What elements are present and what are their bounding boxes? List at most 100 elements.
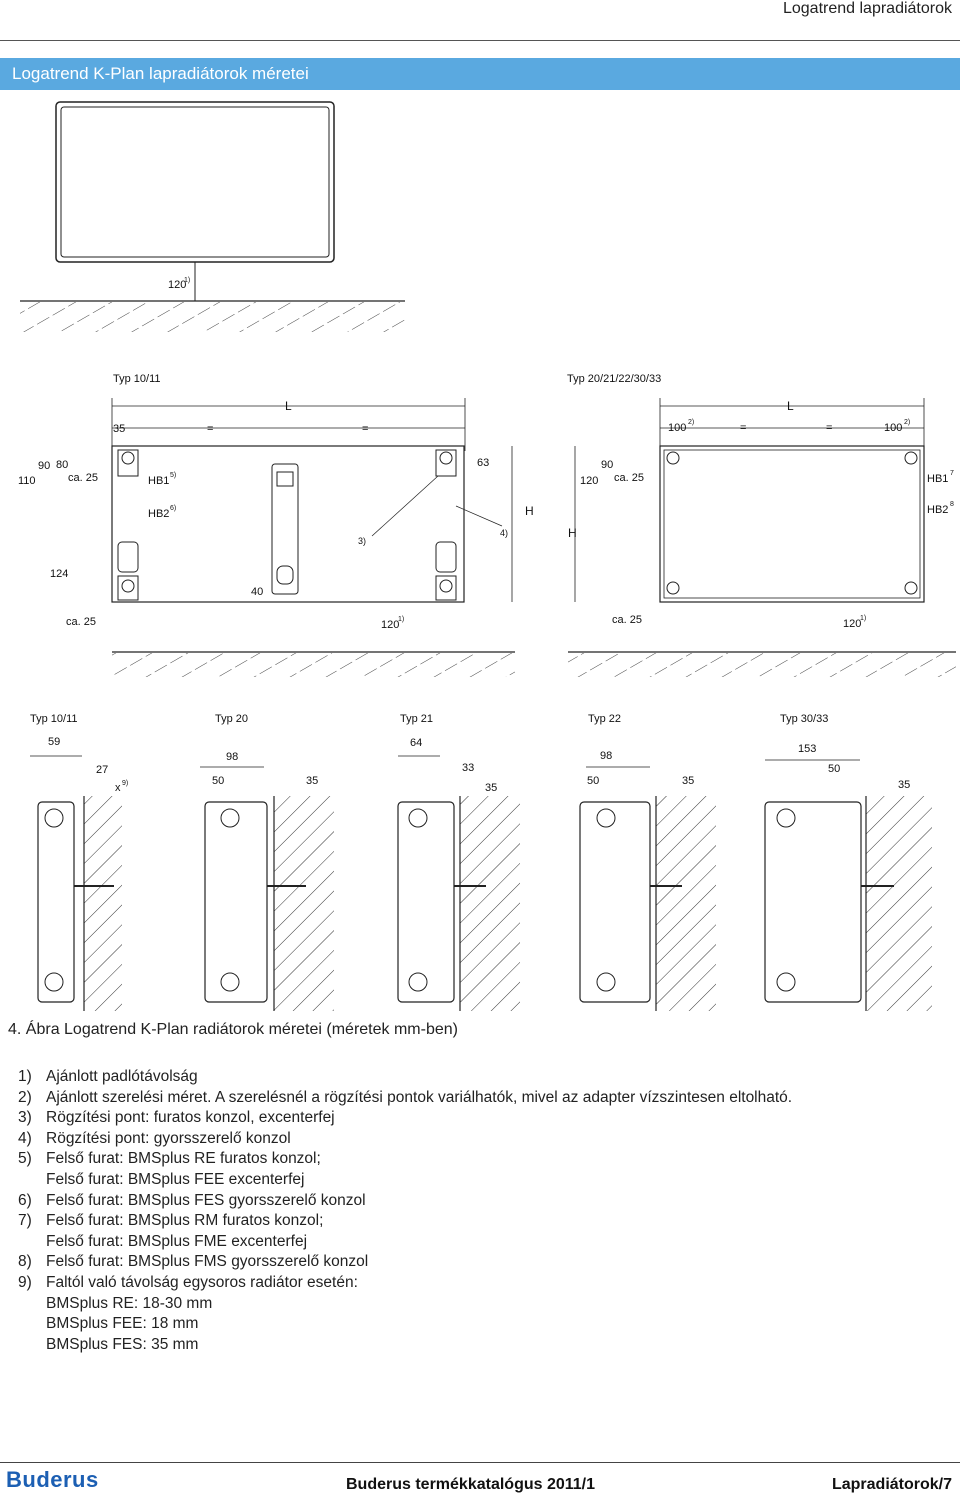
technical-drawing: 120 1) Typ 10/11 Typ 20/21/22/30/33 L 35… xyxy=(18,101,956,1011)
footnote-continuation: Felső furat: BMSplus FME excenterfej xyxy=(46,1232,308,1250)
side-t22-dim-50: 50 xyxy=(587,775,599,787)
side-t21-dim-64: 64 xyxy=(410,737,422,749)
side-dim-59: 59 xyxy=(48,736,60,748)
side-type-3: Typ 21 xyxy=(400,713,433,725)
footnote-text: Felső furat: BMSplus RM furatos konzol; xyxy=(46,1212,324,1230)
front-right-ca25-bottom: ca. 25 xyxy=(612,614,642,626)
footnote-number: 3) xyxy=(18,1109,32,1127)
front-right-hb2-label: HB2 xyxy=(927,504,948,516)
footnote-item: 6) Felső furat: BMSplus FES gyorsszerelő … xyxy=(18,1191,792,1212)
front-dim-40: 40 xyxy=(251,586,263,598)
front-left-floor-distance: 120 xyxy=(381,619,399,631)
front-left-eq-2: = xyxy=(362,423,368,435)
top-radiator-view: 120 1) xyxy=(20,101,405,332)
footnote-number: 9) xyxy=(18,1273,32,1291)
front-right-height: H xyxy=(568,526,577,540)
side-t30-dim-35: 35 xyxy=(898,779,910,791)
side-dim-x-note: 9) xyxy=(122,780,128,787)
footnote-item: 8) Felső furat: BMSplus FMS gyorsszerelő … xyxy=(18,1252,792,1273)
side-type-4: Typ 22 xyxy=(588,713,621,725)
front-hb1-note: 5) xyxy=(170,472,176,479)
front-right-hb1-label: HB1 xyxy=(927,473,948,485)
front-right-hb2-note: 8 xyxy=(950,501,954,508)
side-type-2: Typ 20 xyxy=(215,713,248,725)
footnote-item: 3) Rögzítési pont: furatos konzol, excent… xyxy=(18,1108,792,1129)
front-right-length: L xyxy=(787,399,794,413)
footnote-item: 1) Ajánlott padlótávolság xyxy=(18,1067,792,1088)
footnote-text: Felső furat: BMSplus FES gyorsszerelő ko… xyxy=(46,1191,366,1209)
footnote-text: Faltól való távolság egysoros radiátor e… xyxy=(46,1273,358,1291)
front-views: Typ 10/11 Typ 20/21/22/30/33 L 35 = = 90… xyxy=(18,373,956,677)
footnote-text: Felső furat: BMSplus FMS gyorsszerelő ko… xyxy=(46,1253,369,1271)
front-right-dim-120: 120 xyxy=(580,475,598,487)
figure-caption: 4. Ábra Logatrend K-Plan radiátorok mére… xyxy=(8,1021,458,1038)
top-floor-distance-label: 120 xyxy=(168,279,186,291)
side-type-5: Typ 30/33 xyxy=(780,713,828,725)
front-right-dim-100-right: 100 xyxy=(884,422,902,434)
front-right-dim-100-left-note: 2) xyxy=(688,419,694,426)
front-dim-124: 124 xyxy=(50,568,68,580)
front-dim-90: 90 xyxy=(38,460,50,472)
footer-catalog-title: Buderus termékkatalógus 2011/1 xyxy=(346,1476,596,1493)
footnote-text: Ajánlott padlótávolság xyxy=(46,1068,198,1085)
footnote-number: 8) xyxy=(18,1253,32,1271)
front-left-ca25-bottom: ca. 25 xyxy=(66,616,96,628)
footnotes-list: 1) Ajánlott padlótávolság 2) Ajánlott szere… xyxy=(18,1067,792,1355)
front-right-ca25-top: ca. 25 xyxy=(614,472,644,484)
footnote-text: Rögzítési pont: furatos konzol, excenter… xyxy=(46,1109,335,1127)
footnote-number: 7) xyxy=(18,1212,32,1230)
front-dim-80: 80 xyxy=(56,459,68,471)
footer-page-label: Lapradiátorok/7 xyxy=(831,1476,952,1493)
front-left-dim-35: 35 xyxy=(113,423,125,435)
footnote-continuation: BMSplus FES: 35 mm xyxy=(46,1335,199,1353)
footnote-number: 4) xyxy=(18,1129,32,1147)
front-right-dim-100-right-note: 2) xyxy=(904,419,910,426)
front-hb2-label: HB2 xyxy=(148,508,169,520)
front-left-height: H xyxy=(525,504,534,518)
front-left-eq-1: = xyxy=(207,423,213,435)
side-t30-dim-153: 153 xyxy=(798,743,816,755)
front-right-dim-90: 90 xyxy=(601,459,613,471)
side-dim-27: 27 xyxy=(96,764,108,776)
footnote-number: 6) xyxy=(18,1191,32,1209)
front-right-floor-note: 1) xyxy=(860,615,866,622)
footnote-text: Ajánlott szerelési méret. A szerelésnél … xyxy=(46,1088,793,1106)
side-views: Typ 10/11 Typ 20 Typ 21 Typ 22 Typ 30/33… xyxy=(30,713,932,1011)
side-t20-dim-98: 98 xyxy=(226,751,238,763)
front-right-dim-100-left: 100 xyxy=(668,422,686,434)
front-left-length: L xyxy=(285,399,292,413)
footnote-number: 2) xyxy=(18,1088,32,1106)
footer-divider xyxy=(0,1462,960,1463)
side-t22-dim-35: 35 xyxy=(682,775,694,787)
front-hb2-note: 6) xyxy=(170,505,176,512)
side-t22-dim-98: 98 xyxy=(600,750,612,762)
side-dim-x: x xyxy=(115,782,121,794)
footnote-continuation: Felső furat: BMSplus FEE excenterfej xyxy=(46,1170,305,1188)
side-t21-dim-33: 33 xyxy=(462,762,474,774)
footnote-item: 4)Rögzítési pont: gyorsszerelő konzol xyxy=(18,1129,792,1150)
front-note-3: 3) xyxy=(358,536,366,546)
footnote-item: 2) Ajánlott szerelési méret. A szerelésné… xyxy=(18,1088,792,1109)
side-t21-dim-35: 35 xyxy=(485,782,497,794)
front-right-eq-2: = xyxy=(826,422,832,434)
front-right-hb1-note: 7 xyxy=(950,470,954,477)
footnote-number: 1) xyxy=(18,1068,32,1085)
page-header-title: Logatrend lapradiátorok xyxy=(782,0,952,17)
front-dim-63: 63 xyxy=(477,457,489,469)
front-hb1-label: HB1 xyxy=(148,475,169,487)
buderus-logo: Buderus xyxy=(6,1467,99,1492)
footnote-item: 9) Faltól való távolság egysoros radiátor… xyxy=(18,1273,792,1294)
side-t20-dim-35: 35 xyxy=(306,775,318,787)
top-floor-distance-note: 1) xyxy=(184,277,190,284)
side-type-1: Typ 10/11 xyxy=(30,713,78,725)
front-dim-110: 110 xyxy=(18,475,36,487)
front-right-floor-distance: 120 xyxy=(843,618,861,630)
front-left-floor-note: 1) xyxy=(398,616,404,623)
footnote-continuation: BMSplus FEE: 18 mm xyxy=(46,1315,199,1333)
front-right-eq-1: = xyxy=(740,422,746,434)
side-t30-dim-50: 50 xyxy=(828,763,840,775)
side-t20-dim-50: 50 xyxy=(212,775,224,787)
footnote-item: 5)Felső furat: BMSplus RE furatos konzol… xyxy=(18,1149,792,1170)
front-left-type: Typ 10/11 xyxy=(113,373,161,385)
footnote-item: 7) Felső furat: BMSplus RM furatos konzol… xyxy=(18,1211,792,1232)
